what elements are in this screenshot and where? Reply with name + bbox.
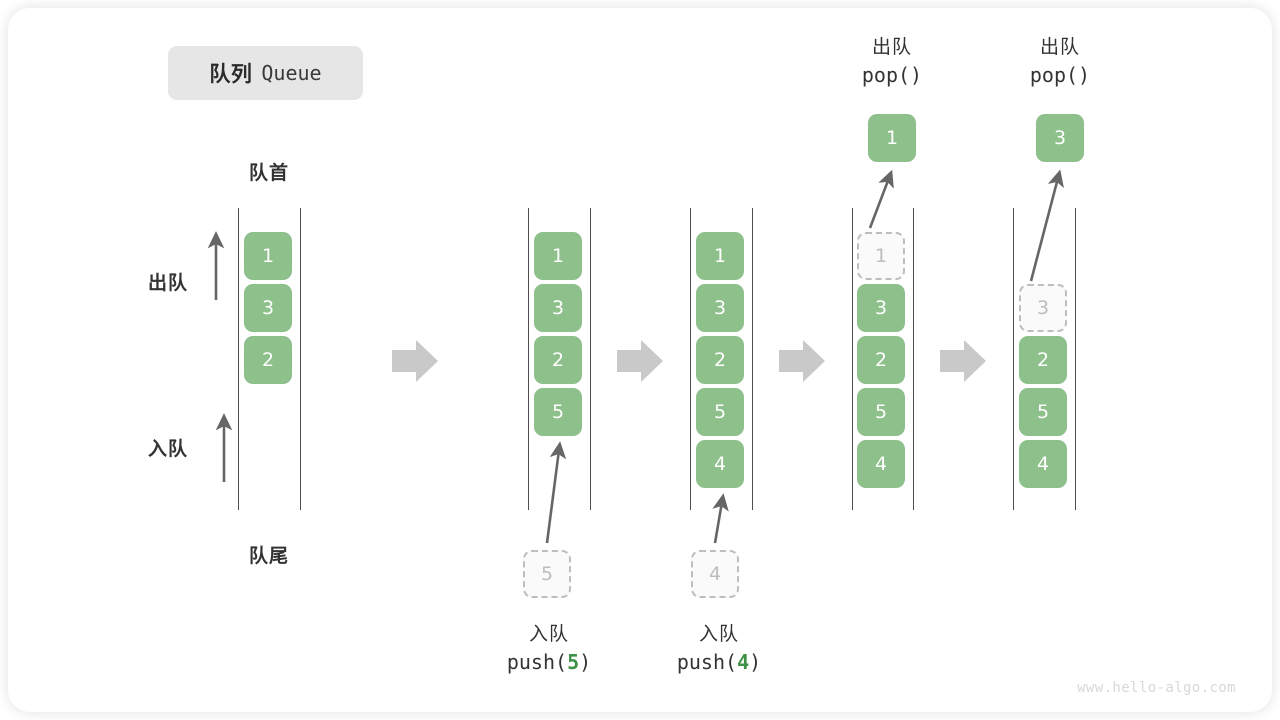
card-col5-1: 2 (1019, 336, 1067, 384)
caption-push-5-prefix: push( (506, 649, 568, 674)
card-col4-4: 4 (857, 440, 905, 488)
caption-push-4: 入队 push(4) (629, 621, 809, 676)
rail-col2-right (590, 208, 591, 510)
caption-push-5-suffix: ) (579, 649, 592, 674)
card-col2-0: 1 (534, 232, 582, 280)
popped-card-1: 1 (868, 114, 916, 162)
card-col1-0: 1 (244, 232, 292, 280)
popped-card-3: 3 (1036, 114, 1084, 162)
watermark: www.hello-algo.com (1077, 680, 1236, 696)
caption-push-4-code: push(4) (629, 648, 809, 676)
caption-push-5-num: 5 (567, 649, 580, 674)
caption-push-5-cn: 入队 (528, 623, 569, 645)
rail-col5-right (1075, 208, 1076, 510)
card-col1-2: 2 (244, 336, 292, 384)
ghost-card-col5-1: 3 (1019, 284, 1067, 332)
card-col2-2: 2 (534, 336, 582, 384)
caption-push-4-prefix: push( (676, 649, 738, 674)
rail-col4-right (913, 208, 914, 510)
card-col1-1: 3 (244, 284, 292, 332)
caption-push-4-num: 4 (737, 649, 750, 674)
diagram-frame (8, 8, 1272, 712)
caption-push-4-suffix: ) (749, 649, 762, 674)
card-col2-1: 3 (534, 284, 582, 332)
title-english: Queue (261, 61, 322, 85)
caption-pop-3-cn: 出队 (1039, 36, 1080, 58)
caption-pop-1-cn: 出队 (871, 36, 912, 58)
rail-col3-left (690, 208, 691, 510)
rail-col1-right (300, 208, 301, 510)
queue-tail-label: 队尾 (248, 545, 289, 567)
caption-pop-3-code: pop() (1029, 62, 1091, 87)
card-col3-3: 5 (696, 388, 744, 436)
card-col5-3: 4 (1019, 440, 1067, 488)
diagram-title-chip: 队列 Queue (168, 46, 363, 100)
rail-col5-left (1013, 208, 1014, 510)
caption-push-5: 入队 push(5) (459, 621, 639, 676)
rail-col1-left (238, 208, 239, 510)
caption-pop-1-code: pop() (861, 62, 923, 87)
caption-pop-1: 出队 pop() (817, 34, 967, 89)
card-col3-0: 1 (696, 232, 744, 280)
rail-col4-left (852, 208, 853, 510)
caption-push-5-code: push(5) (459, 648, 639, 676)
incoming-card-push-5: 5 (523, 550, 571, 598)
incoming-card-push-4: 4 (691, 550, 739, 598)
card-col3-4: 4 (696, 440, 744, 488)
queue-head-label: 队首 (248, 162, 289, 184)
card-col4-3: 5 (857, 388, 905, 436)
rail-col2-left (528, 208, 529, 510)
rail-col3-right (752, 208, 753, 510)
caption-push-4-cn: 入队 (698, 623, 739, 645)
title-chinese: 队列 (209, 62, 253, 86)
card-col4-1: 3 (857, 284, 905, 332)
dequeue-direction-label: 出队 (148, 272, 189, 294)
card-col4-2: 2 (857, 336, 905, 384)
card-col3-2: 2 (696, 336, 744, 384)
enqueue-direction-label: 入队 (148, 438, 189, 460)
card-col5-2: 5 (1019, 388, 1067, 436)
caption-pop-3: 出队 pop() (985, 34, 1135, 89)
card-col3-1: 3 (696, 284, 744, 332)
ghost-card-col4-0: 1 (857, 232, 905, 280)
card-col2-3: 5 (534, 388, 582, 436)
